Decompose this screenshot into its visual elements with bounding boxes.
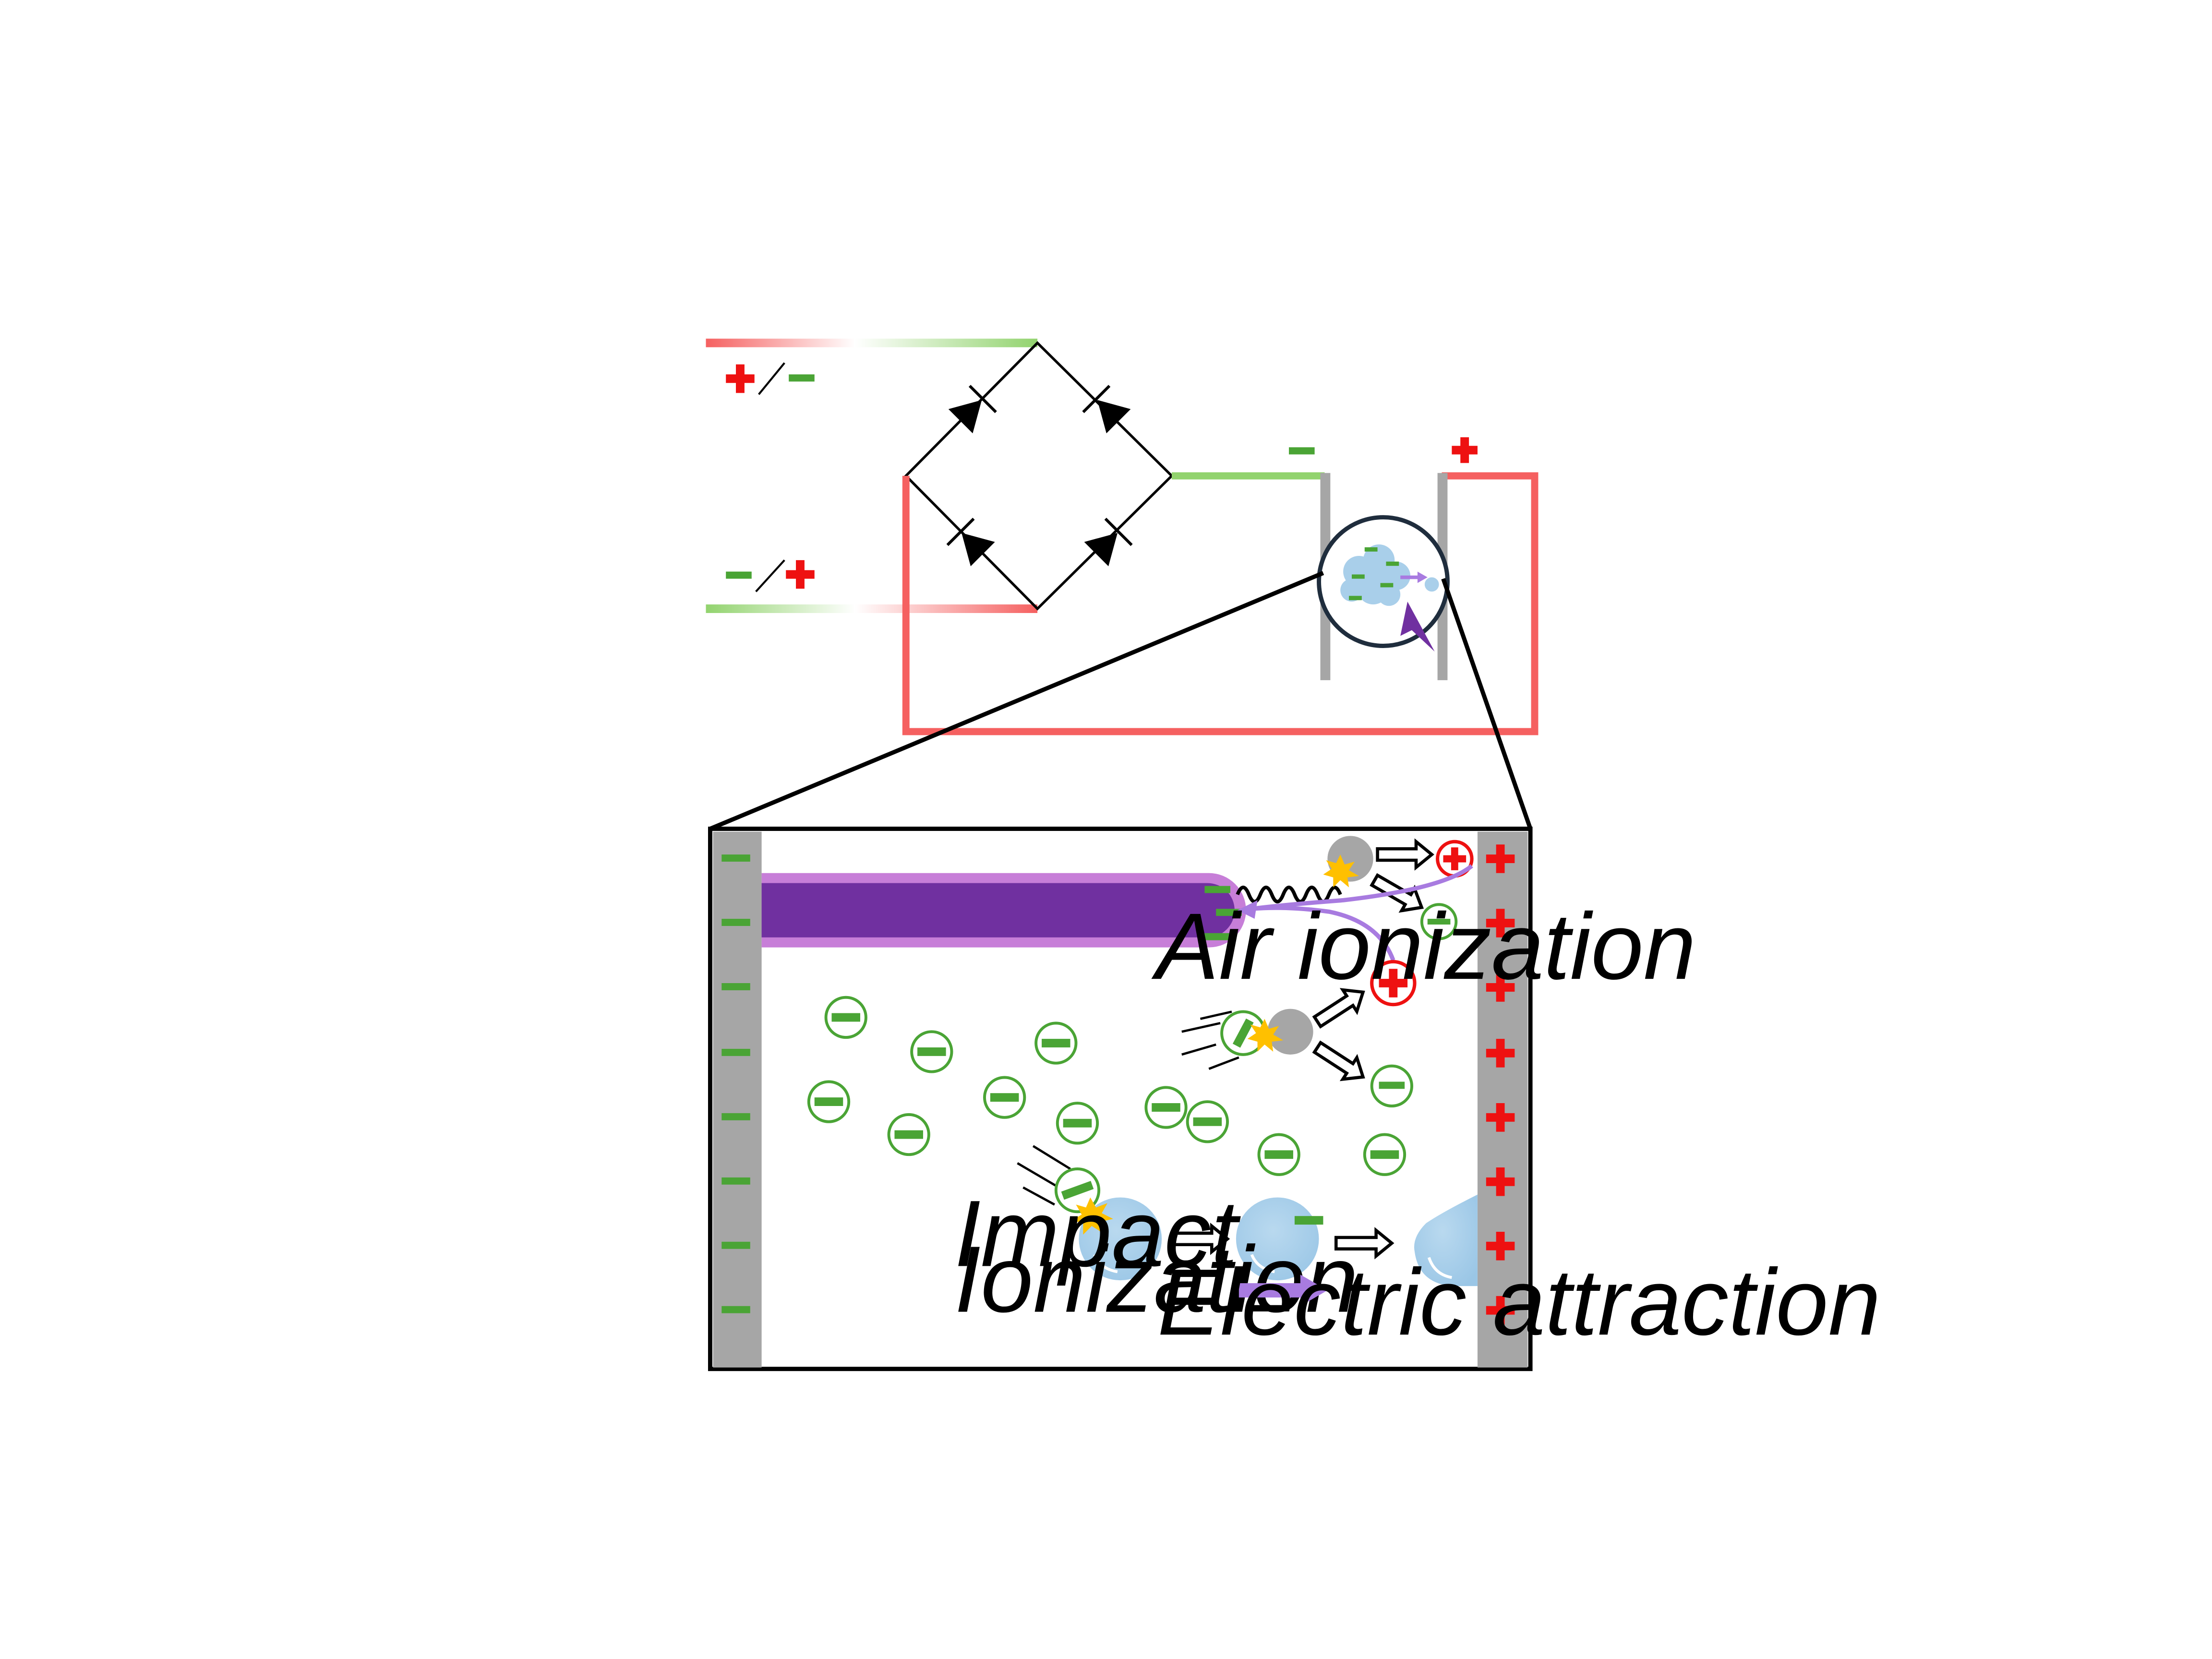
deforming-droplet [1414,1194,1478,1286]
negative-ion [910,1030,953,1073]
circuit [706,338,1539,831]
motion-lines [1181,1010,1239,1070]
zoom-line-left [709,571,1324,831]
negative-ion [1144,1086,1188,1129]
free-electrons [807,996,1407,1176]
spark-icon [1071,1197,1113,1235]
plus-icon [786,560,815,589]
plus-icon [1486,1103,1515,1132]
incoming-electron [1220,1010,1266,1056]
magnifier-circle-icon [1317,515,1450,652]
negative-electrode-charges [721,854,750,1313]
attraction-arrowhead [1237,900,1258,919]
hollow-arrow [1334,1227,1395,1260]
minus-icon [721,983,750,990]
minus-icon [1289,447,1315,455]
minus-icon [726,571,752,579]
streamer [761,873,1246,948]
plus-icon [1486,973,1515,1002]
negative-ion [887,1113,930,1156]
positive-ion [1370,960,1417,1007]
hollow-arrow [1376,838,1434,871]
negative-ion [1056,1102,1099,1145]
minus-icon [789,374,815,382]
incoming-electron [1054,1167,1101,1214]
neutral-molecule [1267,1009,1313,1055]
electric-attraction-arrow [1238,1274,1328,1306]
diode-icon [1082,385,1131,433]
hollow-arrow [1312,988,1365,1029]
electric-attraction-label: Electric attraction [1157,1249,1881,1355]
negative-ion [824,996,867,1039]
minus-icon [721,1048,750,1056]
negative-ion [807,1080,851,1123]
air-ionization-label: Air ionization [1151,893,1696,999]
negative-ion [1257,1133,1300,1176]
zoom-line-right [1441,578,1533,830]
diode-icon [948,385,997,433]
slash-divider [755,559,785,592]
spark-icon [1323,854,1359,888]
slash-divider [758,362,785,395]
minus-icon [721,854,750,862]
zoom-panel: Air ionization [708,827,1881,1371]
impact-ionization-label-line1: Impact [954,1180,1241,1286]
plus-icon [726,364,755,393]
minus-icon [1294,1216,1323,1225]
spark-icon [1247,1019,1284,1052]
attraction-curves [1251,864,1473,961]
diode-icon [1084,517,1133,566]
plus-icon [1486,1296,1515,1325]
plus-icon [1486,909,1515,938]
negative-ion [1420,903,1458,940]
input-wire-bottom [706,604,1038,613]
hollow-arrow [1312,1040,1365,1082]
negative-ion [1034,1022,1078,1065]
plus-icon [1486,844,1515,873]
impact-ionization-label-line2: Ionization [954,1226,1358,1332]
positive-electrode-charges [1486,844,1515,1325]
plus-icon [1452,437,1478,463]
negative-ion [983,1076,1026,1119]
bridge-rectifier [904,341,1174,611]
minus-icon [721,1306,750,1313]
positive-output-wire [902,472,1539,735]
minus-icon [721,1241,750,1249]
plus-icon [1486,1167,1515,1196]
plus-icon [1486,1231,1515,1261]
minus-icon [721,1113,750,1120]
negative-ion [1370,1064,1413,1107]
input-wire-top [706,338,1038,348]
plus-icon [1486,1039,1515,1068]
negative-ion [1363,1133,1407,1176]
minus-icon [721,1177,750,1185]
negative-electrode [713,831,762,1368]
input-polarity-bottom [726,559,815,592]
input-polarity-top [726,362,815,395]
lightning-icon [1400,601,1435,652]
diode-icon [946,517,995,566]
minus-icon [721,919,750,926]
positive-ion [1436,840,1474,878]
motion-lines [1017,1145,1071,1206]
negative-ion [1186,1100,1229,1143]
hollow-arrow [1170,1223,1230,1255]
